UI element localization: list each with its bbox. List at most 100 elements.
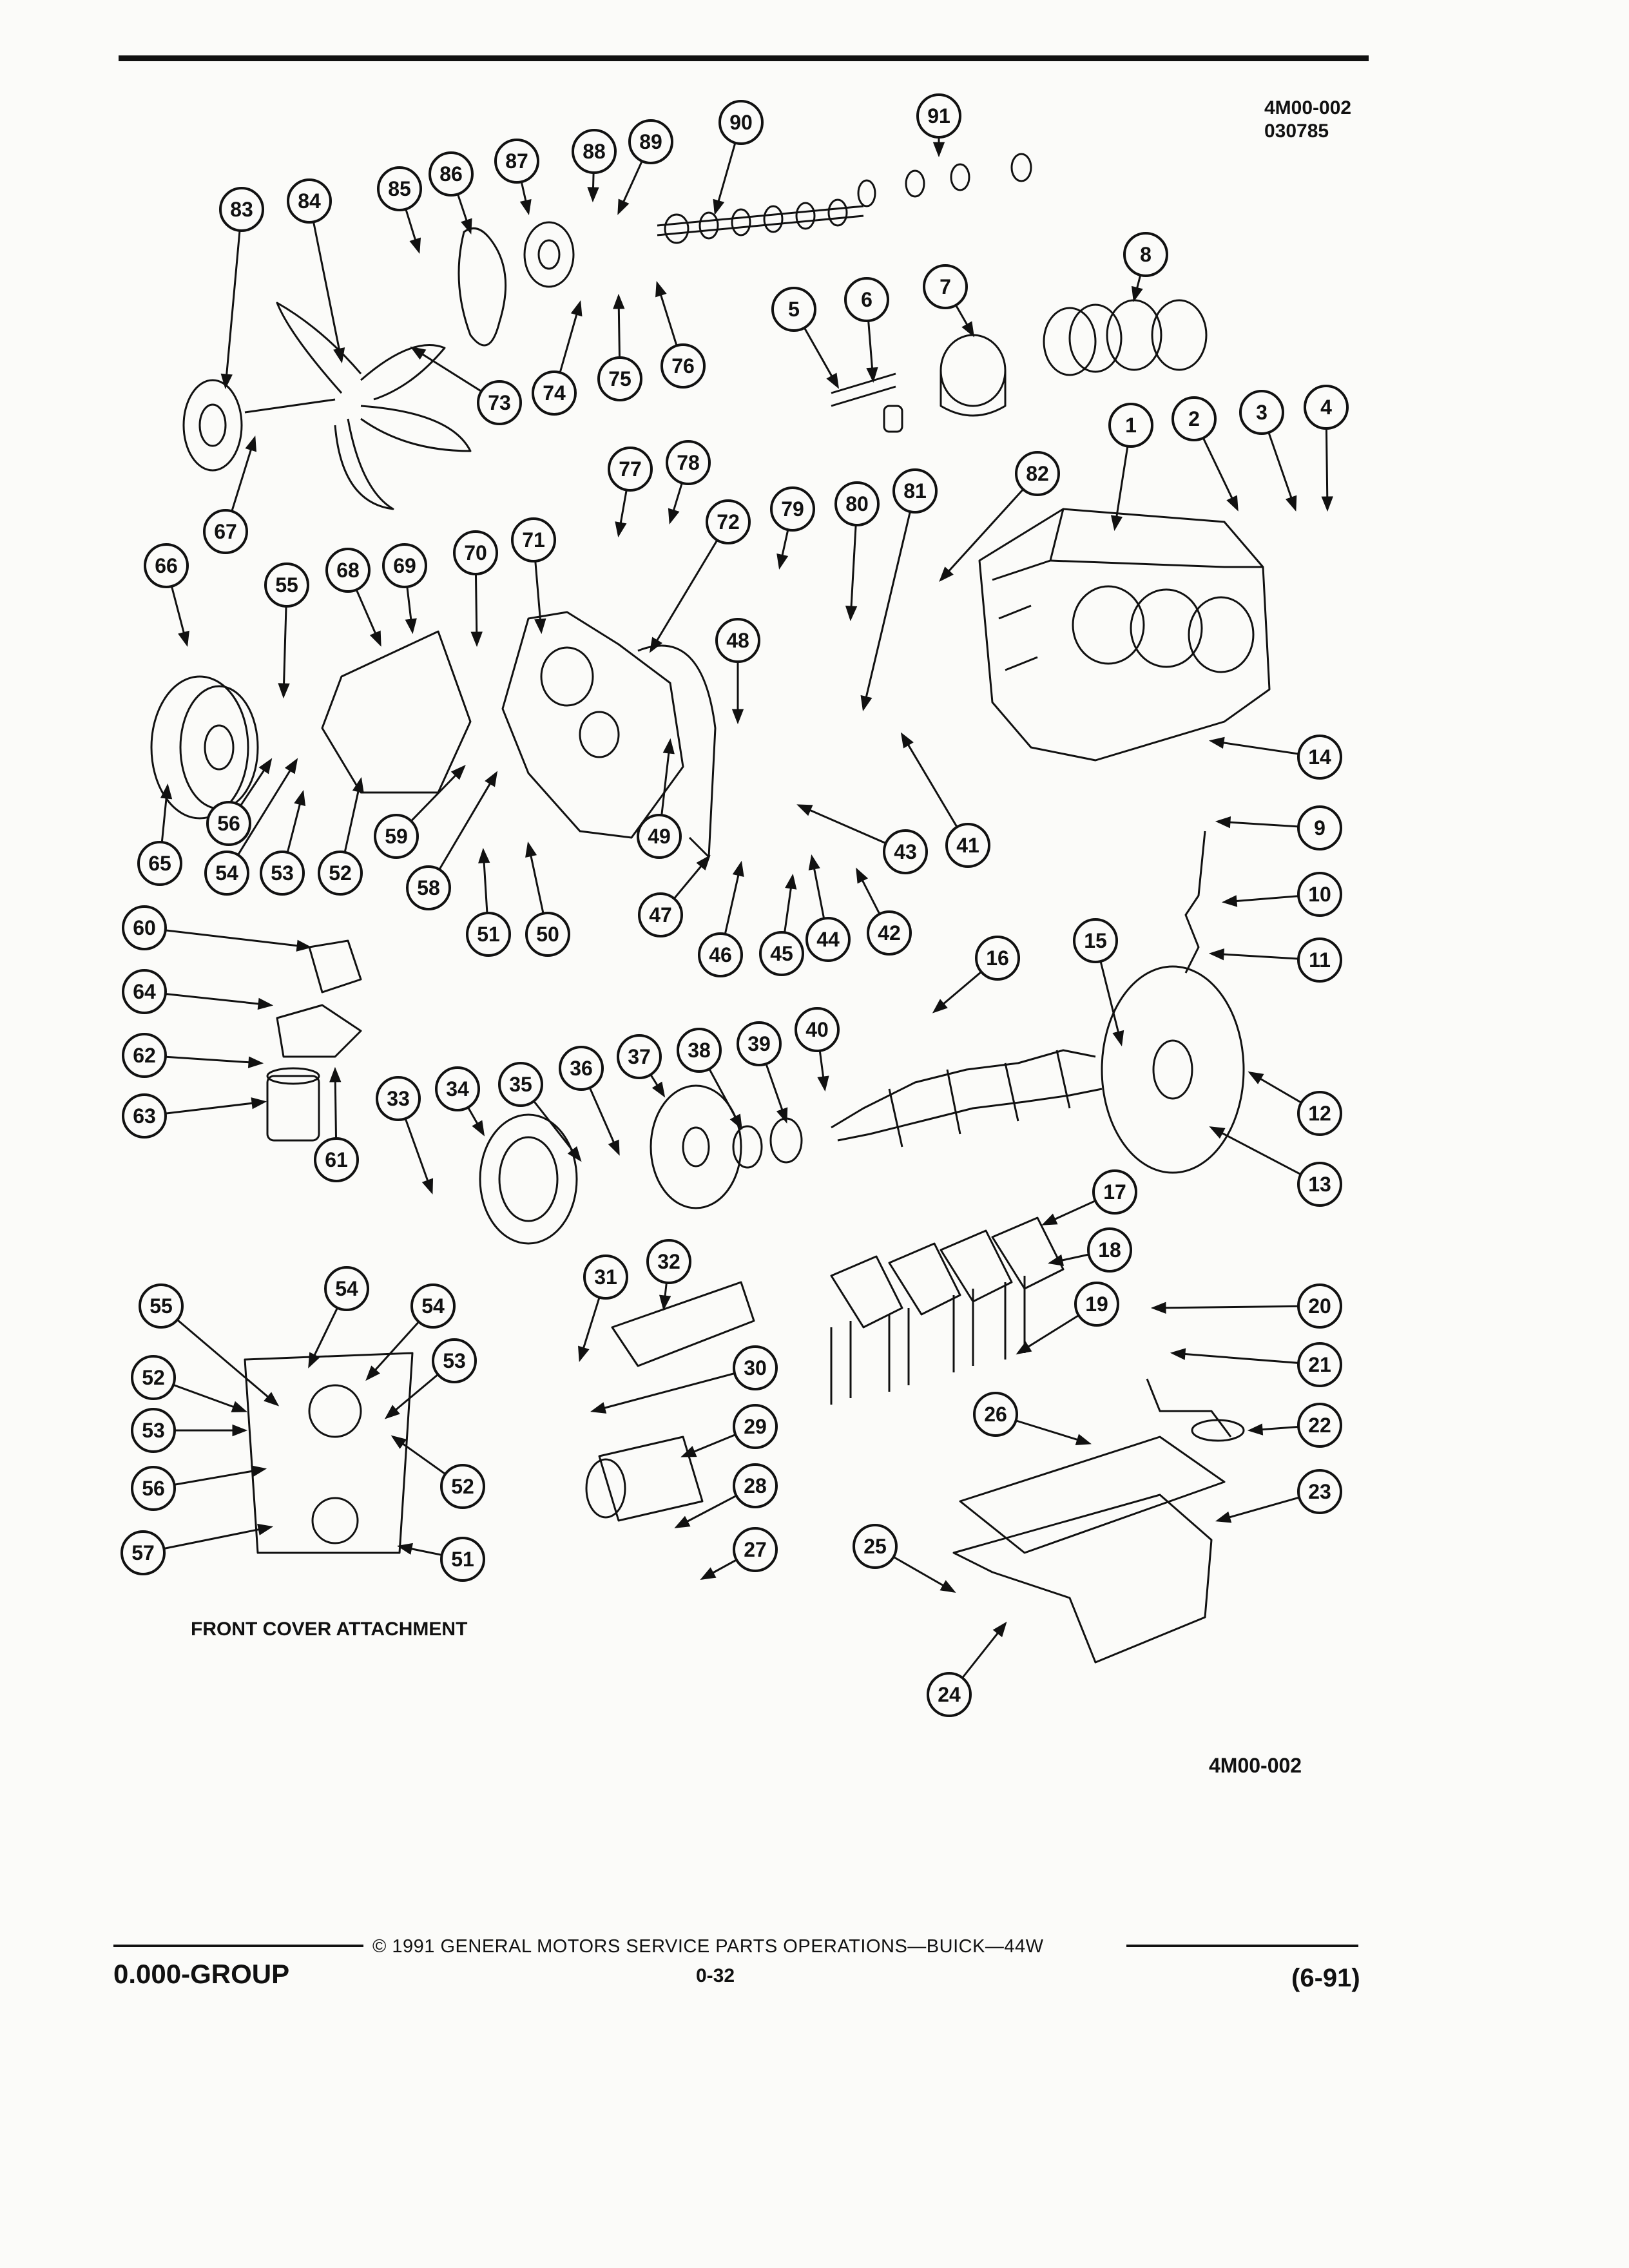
callout-number: 57 [131, 1541, 155, 1564]
leader-arrowhead [384, 1405, 400, 1419]
leader-arrowhead [470, 631, 483, 648]
callout-number: 52 [142, 1366, 165, 1389]
leader-arrowhead [731, 709, 744, 725]
callout-63: 63 [122, 1093, 167, 1139]
leader-arrowhead [264, 1392, 280, 1407]
leader-arrowhead [662, 738, 675, 754]
callout-number: 78 [677, 451, 700, 474]
leader-arrowhead [587, 187, 599, 203]
leader-arrowhead [352, 776, 364, 794]
callout-number: 88 [583, 140, 606, 163]
callout-number: 4 [1320, 396, 1332, 419]
leader-arrowhead [278, 683, 290, 699]
fan-blade-and-pulley [182, 302, 472, 510]
callout-55: 55 [264, 562, 309, 608]
callout-number: 83 [230, 198, 253, 221]
leader-arrowhead [390, 1435, 407, 1449]
piston-rings [1043, 299, 1208, 376]
callout-number: 71 [522, 528, 545, 552]
callout-number: 13 [1308, 1173, 1331, 1196]
callout-circle [892, 468, 938, 514]
callout-41: 41 [945, 823, 990, 868]
callout-circle [834, 481, 880, 526]
callout-number: 3 [1256, 401, 1268, 424]
callout-number: 28 [744, 1474, 767, 1497]
leader-arrowhead [405, 618, 417, 635]
callout-65: 65 [137, 841, 182, 886]
callout-circle [440, 1537, 485, 1582]
callout-59: 59 [374, 814, 419, 859]
callout-circle [559, 1046, 604, 1091]
callout-31: 31 [583, 1254, 628, 1300]
leader-arrowhead [826, 372, 840, 389]
leader-arrowhead [674, 1515, 691, 1528]
leader-arrowhead [329, 1066, 342, 1082]
callout-circle [706, 499, 751, 544]
callout-47: 47 [638, 892, 683, 937]
leader-arrowhead [729, 1113, 742, 1130]
callout-number: 1 [1125, 414, 1137, 437]
callout-67: 67 [203, 509, 248, 554]
callout-number: 37 [628, 1045, 651, 1068]
callout-53: 53 [432, 1338, 477, 1383]
callout-79: 79 [770, 486, 815, 532]
callout-number: 51 [477, 923, 500, 946]
callout-number: 69 [393, 554, 416, 577]
callout-23: 23 [1297, 1469, 1342, 1514]
footer-rule-right [1126, 1945, 1358, 1947]
callout-4: 4 [1304, 385, 1349, 430]
leader-arrowhead [1215, 816, 1231, 829]
callout-circle [532, 370, 577, 416]
callout-number: 24 [938, 1683, 961, 1706]
callout-circle [718, 100, 764, 145]
leader-arrowhead [1248, 1071, 1264, 1084]
callout-number: 11 [1309, 948, 1331, 972]
callout-85: 85 [377, 166, 422, 211]
oil-pump-pickup [1146, 1378, 1245, 1442]
callout-51: 51 [466, 912, 511, 957]
leader-arrowhead [1016, 1341, 1032, 1355]
callout-circle [853, 1524, 898, 1569]
leader-arrowhead [613, 293, 625, 309]
callout-number: 56 [142, 1477, 165, 1500]
callout-number: 65 [148, 852, 171, 875]
leader-arrowhead [808, 854, 820, 870]
callout-circle [973, 1392, 1018, 1437]
callout-19: 19 [1074, 1282, 1119, 1327]
callout-circle [324, 1266, 369, 1311]
cam-bearings [857, 153, 1032, 207]
callout-number: 26 [984, 1403, 1007, 1426]
callout-number: 16 [986, 947, 1009, 970]
callout-circle [477, 380, 522, 425]
leader-arrowhead [1075, 1434, 1092, 1445]
callout-circle [287, 178, 332, 224]
leader-arrowhead [932, 999, 948, 1014]
callout-circle [219, 187, 264, 232]
callout-number: 75 [608, 367, 631, 390]
callout-number: 29 [744, 1415, 767, 1438]
callout-circle [406, 865, 451, 910]
callout-circle [137, 841, 182, 886]
callout-circle [1171, 396, 1217, 441]
leader-arrowhead [1221, 895, 1238, 907]
callout-53: 53 [260, 850, 305, 896]
callout-circle [1108, 403, 1153, 448]
callout-number: 52 [451, 1475, 474, 1498]
leader-arrowhead [251, 1465, 267, 1477]
callout-circle [122, 969, 167, 1014]
callout-circle [453, 530, 498, 575]
front-cover-inset [244, 1352, 414, 1554]
callout-circle [440, 1464, 485, 1509]
leader-arrowhead [649, 637, 662, 653]
callout-number: 72 [717, 510, 740, 533]
leader-arrowhead [1150, 1302, 1166, 1314]
callout-circle [206, 801, 251, 846]
callout-circle [511, 517, 556, 562]
leader-arrowhead [578, 1345, 590, 1362]
callout-43: 43 [883, 829, 928, 874]
callout-circle [759, 931, 804, 976]
callout-circle [139, 1283, 184, 1329]
callout-number: 5 [788, 298, 800, 321]
callout-circle [314, 1137, 359, 1182]
callout-circle [1304, 385, 1349, 430]
